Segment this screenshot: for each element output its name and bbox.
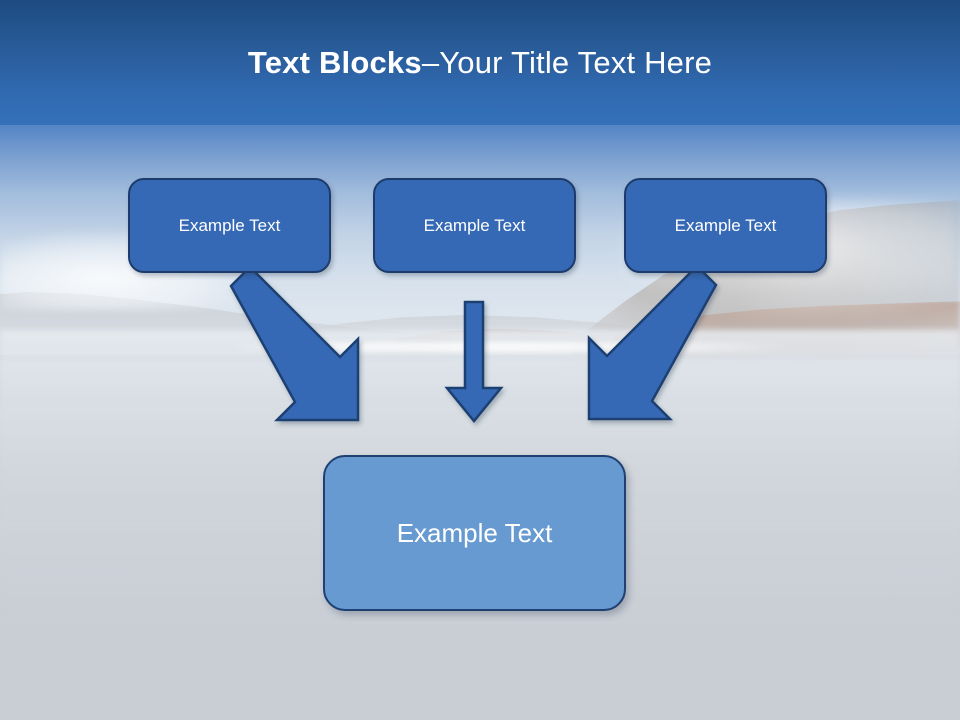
background-shoreline [230, 342, 790, 352]
text-block-2-label: Example Text [423, 215, 526, 235]
page-title-rest: Your Title Text Here [439, 44, 713, 80]
page-title-separator: – [421, 44, 440, 80]
text-block-2[interactable]: Example Text [373, 178, 576, 273]
text-block-1-label: Example Text [178, 215, 281, 235]
title-band [0, 0, 960, 125]
result-text-block[interactable]: Example Text [323, 455, 626, 611]
result-text-block-label: Example Text [396, 517, 553, 548]
page-title-strong: Text Blocks [247, 44, 422, 80]
text-block-3-label: Example Text [674, 215, 777, 235]
text-block-1[interactable]: Example Text [128, 178, 331, 273]
page-title: Text Blocks – Your Title Text Here [0, 0, 960, 125]
text-block-3[interactable]: Example Text [624, 178, 827, 273]
